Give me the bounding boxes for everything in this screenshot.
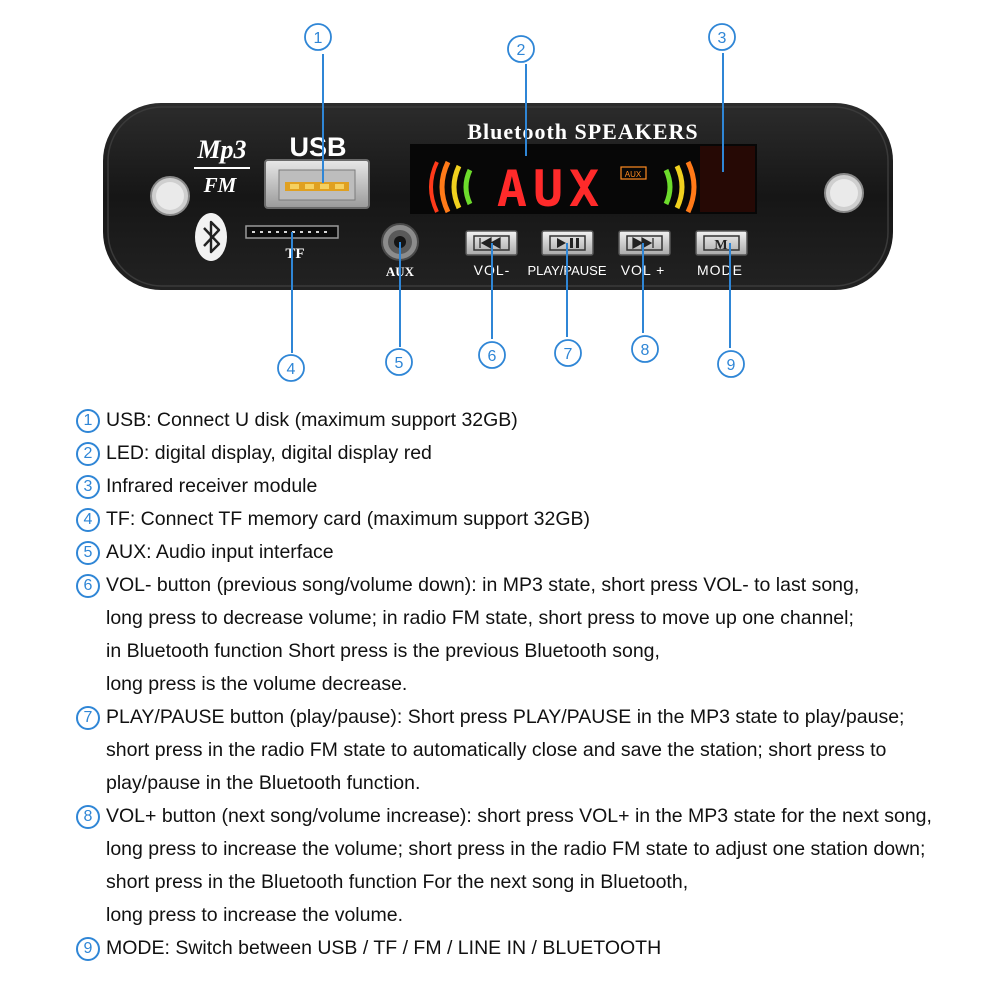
usb-label: USB: [289, 132, 346, 162]
display-badge: AUX: [625, 170, 642, 179]
legend-item-play-pause: 7 PLAY/PAUSE button (play/pause): Short …: [76, 701, 986, 800]
logo-fm: FM: [203, 173, 238, 197]
vol-plus-button[interactable]: [618, 230, 671, 256]
feature-legend: 1 USB: Connect U disk (maximum support 3…: [76, 404, 986, 965]
legend-line: VOL+ button (next song/volume increase):…: [106, 805, 932, 827]
callout-5-num: 5: [395, 355, 404, 372]
logo-mp3: Mp3: [196, 135, 246, 164]
callout-5: 5: [385, 348, 413, 376]
callout-2-num: 2: [517, 42, 526, 59]
legend-line: LED: digital display, digital display re…: [106, 442, 432, 464]
legend-item-tf: 4 TF: Connect TF memory card (maximum su…: [76, 503, 986, 536]
callout-7: 7: [554, 339, 582, 367]
legend-line: PLAY/PAUSE button (play/pause): Short pr…: [106, 706, 905, 728]
legend-line: long press is the volume decrease.: [106, 673, 408, 695]
display-text: AUX: [497, 160, 605, 218]
mp3-fm-logo: Mp3 FM: [194, 135, 250, 197]
callout-3-num: 3: [718, 30, 727, 47]
callout-7-num: 7: [564, 346, 573, 363]
brand-text: Bluetooth SPEAKERS: [467, 119, 698, 144]
callout-lines: [291, 53, 731, 353]
callout-3: 3: [708, 23, 736, 51]
legend-badge: 3: [76, 475, 100, 499]
legend-item-aux: 5 AUX: Audio input interface: [76, 536, 986, 569]
mode-button-glyph: M: [714, 238, 727, 253]
legend-line: Infrared receiver module: [106, 475, 318, 497]
legend-item-usb: 1 USB: Connect U disk (maximum support 3…: [76, 404, 986, 437]
callout-8: 8: [631, 335, 659, 363]
legend-item-led: 2 LED: digital display, digital display …: [76, 437, 986, 470]
callout-2: 2: [507, 35, 535, 63]
callout-1-num: 1: [314, 30, 323, 47]
legend-badge: 8: [76, 805, 100, 829]
legend-line: long press to decrease volume; in radio …: [106, 607, 854, 629]
legend-line: TF: Connect TF memory card (maximum supp…: [106, 508, 591, 530]
legend-line: short press in the radio FM state to aut…: [106, 739, 887, 761]
callout-4: 4: [277, 354, 305, 382]
callout-9-num: 9: [727, 357, 736, 374]
mode-label: MODE: [697, 262, 743, 278]
infrared-receiver: [700, 146, 755, 212]
legend-item-vol-minus: 6 VOL- button (previous song/volume down…: [76, 569, 986, 701]
legend-item-vol-plus: 8 VOL+ button (next song/volume increase…: [76, 800, 986, 932]
legend-badge: 9: [76, 937, 100, 961]
legend-line: MODE: Switch between USB / TF / FM / LIN…: [106, 937, 662, 959]
bluetooth-icon: [195, 213, 227, 261]
callout-9: 9: [717, 350, 745, 378]
callout-8-num: 8: [641, 342, 650, 359]
legend-item-mode: 9 MODE: Switch between USB / TF / FM / L…: [76, 932, 986, 965]
tf-label: TF: [285, 246, 304, 262]
legend-line: in Bluetooth function Short press is the…: [106, 640, 660, 662]
legend-item-infrared: 3 Infrared receiver module: [76, 470, 986, 503]
legend-line: long press to increase the volume; short…: [106, 838, 926, 860]
legend-badge: 5: [76, 541, 100, 565]
legend-badge: 4: [76, 508, 100, 532]
legend-badge: 7: [76, 706, 100, 730]
legend-line: AUX: Audio input interface: [106, 541, 334, 563]
legend-badge: 2: [76, 442, 100, 466]
legend-line: USB: Connect U disk (maximum support 32G…: [106, 409, 518, 431]
legend-badge: 6: [76, 574, 100, 598]
callout-4-num: 4: [287, 361, 296, 378]
usb-port[interactable]: [264, 159, 370, 209]
module-diagram: Mp3 FM USB TF AUX Bluetooth SPEAKERS: [103, 23, 893, 382]
legend-line: VOL- button (previous song/volume down):…: [106, 574, 860, 596]
legend-line: short press in the Bluetooth function Fo…: [106, 871, 689, 893]
callout-1: 1: [304, 23, 332, 51]
legend-line: long press to increase the volume.: [106, 904, 403, 926]
legend-badge: 1: [76, 409, 100, 433]
callout-6: 6: [478, 341, 506, 369]
callout-6-num: 6: [488, 348, 497, 365]
mode-button[interactable]: M: [695, 230, 748, 256]
legend-line: play/pause in the Bluetooth function.: [106, 772, 421, 794]
led-display: AUX AUX: [410, 144, 757, 218]
